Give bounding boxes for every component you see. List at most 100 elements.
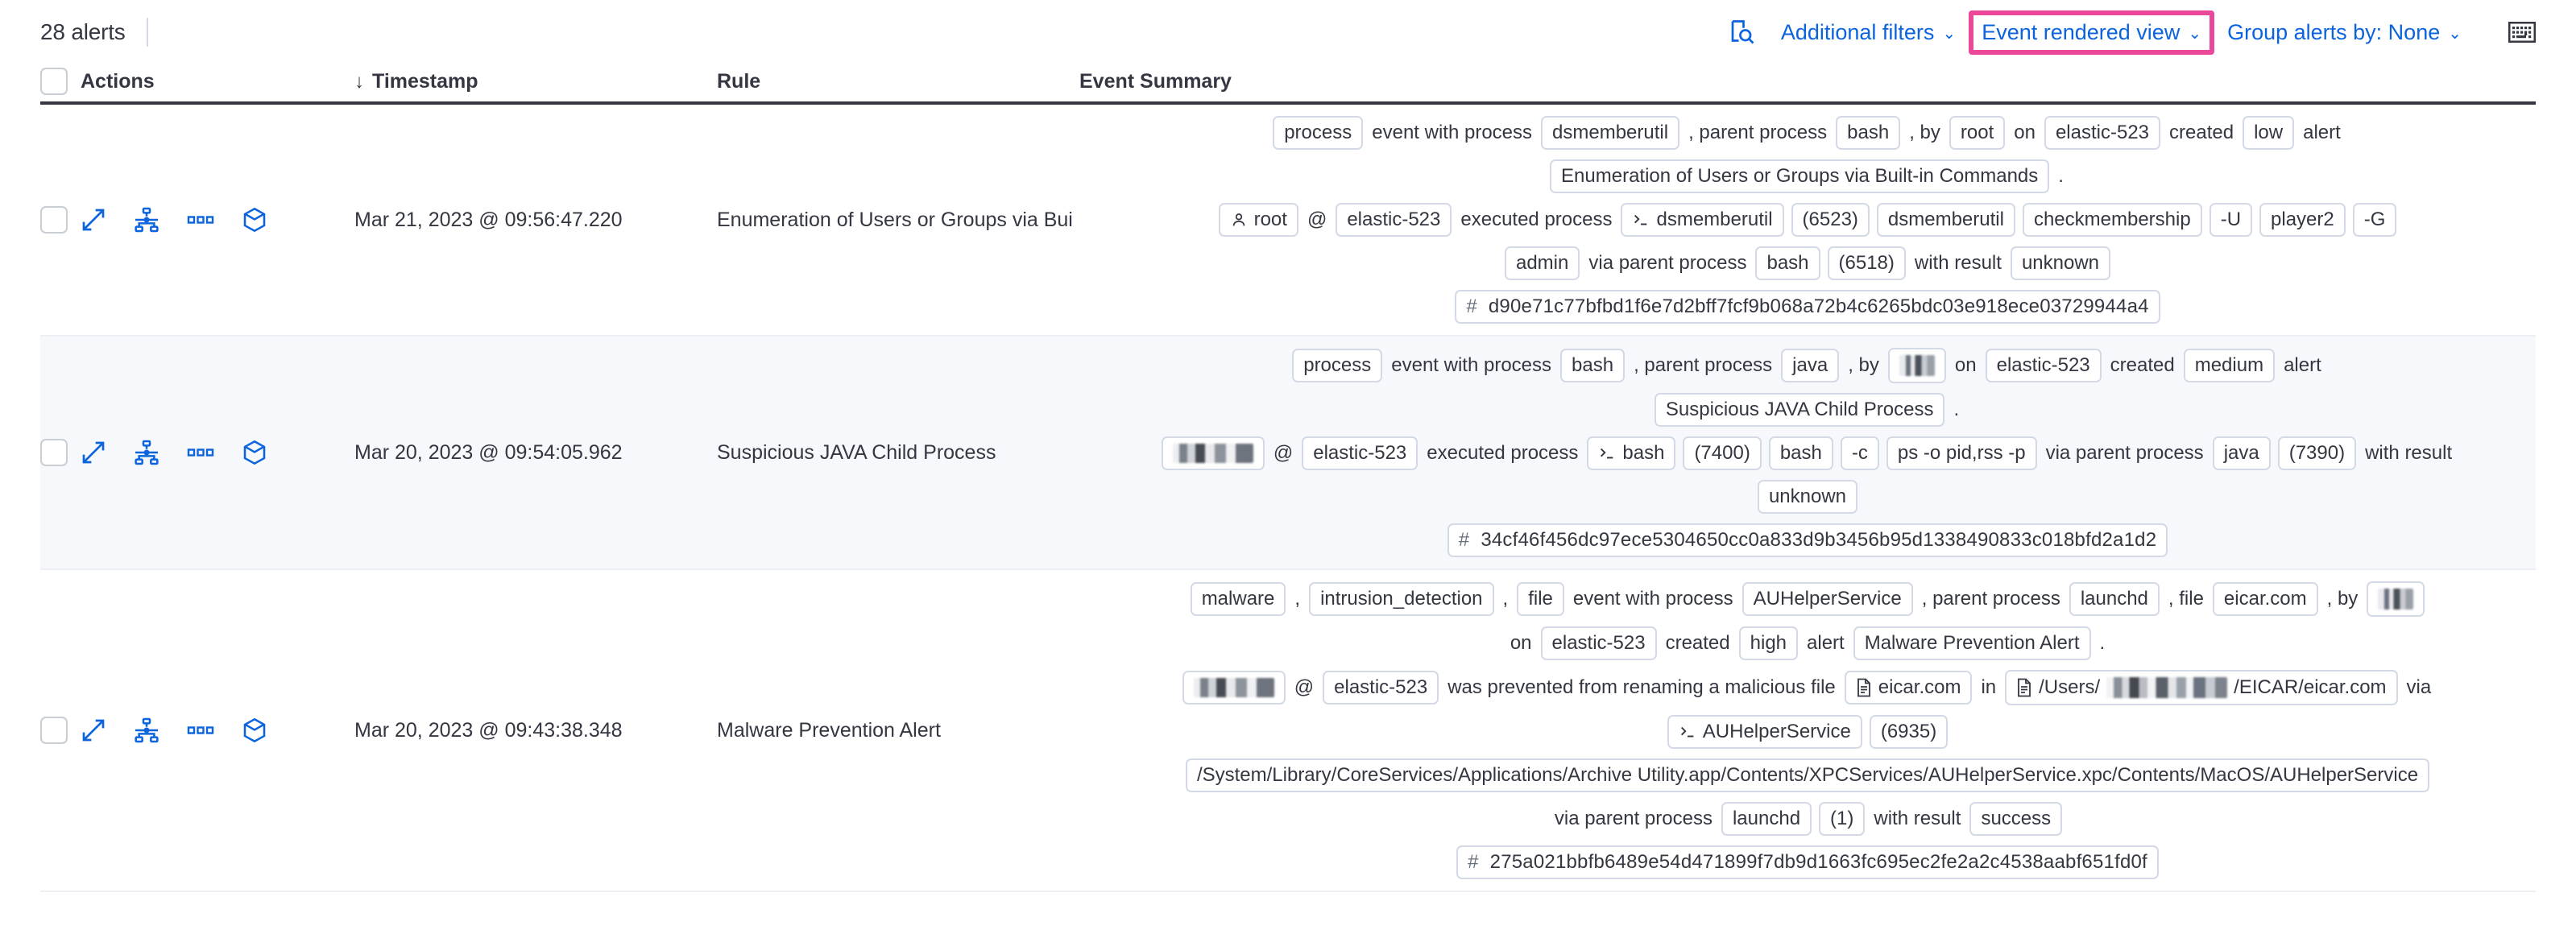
event-field-chip[interactable]: dsmemberutil xyxy=(1876,203,2015,237)
event-field-chip[interactable]: AUHelperService xyxy=(1741,582,1913,616)
select-all-checkbox[interactable] xyxy=(40,68,68,95)
event-field-chip[interactable]: /Users//EICAR/eicar.com xyxy=(2005,670,2398,705)
event-field-chip[interactable]: AUHelperService xyxy=(1667,715,1862,749)
analyze-event-icon[interactable] xyxy=(134,207,159,233)
event-field-chip[interactable]: malware xyxy=(1190,582,1286,616)
row-rule-name[interactable]: Malware Prevention Alert xyxy=(717,718,941,742)
event-field-chip[interactable]: success xyxy=(1969,802,2063,836)
inspect-icon[interactable] xyxy=(1715,10,1770,55)
expand-icon[interactable] xyxy=(81,717,106,743)
event-field-chip[interactable]: checkmembership xyxy=(2022,203,2202,237)
event-field-chip[interactable]: -c xyxy=(1840,436,1879,470)
event-field-chip[interactable]: high xyxy=(1738,626,1799,660)
chip-label: bash xyxy=(1779,442,1822,464)
event-field-chip[interactable]: process xyxy=(1273,116,1364,150)
event-field-chip[interactable]: low xyxy=(2243,116,2295,150)
event-field-chip[interactable]: admin xyxy=(1504,246,1580,280)
analyze-event-icon[interactable] xyxy=(134,717,159,743)
event-field-chip[interactable]: launchd xyxy=(2069,582,2160,616)
event-field-chip[interactable]: elastic-523 xyxy=(1302,436,1418,470)
event-field-chip[interactable]: dsmemberutil xyxy=(1541,116,1680,150)
event-field-chip[interactable]: (1) xyxy=(1819,802,1866,836)
more-actions-icon[interactable] xyxy=(187,213,214,226)
additional-filters-button[interactable]: Additional filters ⌄ xyxy=(1770,12,1967,53)
chip-label: checkmembership xyxy=(2033,209,2191,230)
event-field-chip[interactable]: intrusion_detection xyxy=(1309,582,1494,616)
row-checkbox[interactable] xyxy=(40,206,68,234)
event-field-chip[interactable]: process xyxy=(1292,349,1383,382)
row-checkbox[interactable] xyxy=(40,717,68,744)
event-field-chip[interactable]: -G xyxy=(2352,203,2397,237)
event-field-chip[interactable]: java xyxy=(2212,436,2271,470)
event-field-chip[interactable]: (7390) xyxy=(2277,436,2357,470)
event-field-chip[interactable]: (6935) xyxy=(1869,715,1949,749)
keyboard-icon[interactable] xyxy=(2508,22,2536,43)
event-field-chip[interactable]: /System/Library/CoreServices/Application… xyxy=(1185,758,2430,792)
event-field-chip[interactable]: elastic-523 xyxy=(1323,671,1439,705)
event-field-chip[interactable]: (7400) xyxy=(1683,436,1762,470)
event-field-chip[interactable] xyxy=(1182,671,1286,705)
session-view-icon[interactable] xyxy=(242,207,267,233)
event-field-chip[interactable]: eicar.com xyxy=(1844,671,1973,705)
event-field-chip[interactable]: unknown xyxy=(2010,246,2111,280)
event-field-chip[interactable]: (6518) xyxy=(1827,246,1906,280)
event-field-chip[interactable]: Suspicious JAVA Child Process xyxy=(1654,393,1945,427)
event-connector-text: , file xyxy=(2168,588,2204,610)
event-rendered-view-button[interactable]: Event rendered view ⌄ xyxy=(1969,10,2215,55)
event-field-chip[interactable]: -U xyxy=(2209,203,2253,237)
event-field-chip[interactable]: java xyxy=(1781,349,1840,382)
session-view-icon[interactable] xyxy=(242,440,267,465)
event-field-chip[interactable]: dsmemberutil xyxy=(1621,203,1784,237)
expand-icon[interactable] xyxy=(81,440,106,465)
chip-label: medium xyxy=(2194,354,2264,376)
event-field-chip[interactable] xyxy=(2367,581,2425,617)
event-field-chip[interactable]: bash xyxy=(1836,116,1901,150)
redacted-value xyxy=(1899,355,1935,376)
chip-label: root xyxy=(1253,209,1287,230)
event-hash-chip[interactable]: #275a021bbfb6489e54d471899f7db9d1663fc69… xyxy=(1456,845,2159,879)
chip-label: elastic-523 xyxy=(1996,354,2090,376)
event-field-chip[interactable]: file xyxy=(1517,582,1564,616)
event-field-chip[interactable]: unknown xyxy=(1757,480,1858,514)
row-checkbox[interactable] xyxy=(40,439,68,466)
event-field-chip[interactable]: (6523) xyxy=(1791,203,1870,237)
event-field-chip[interactable]: Malware Prevention Alert xyxy=(1853,626,2091,660)
event-field-chip[interactable]: ps -o pid,rss -p xyxy=(1886,436,2037,470)
more-actions-icon[interactable] xyxy=(187,446,214,459)
event-field-chip[interactable] xyxy=(1887,348,1946,383)
event-hash-chip[interactable]: #34cf46f456dc97ece5304650cc0a833d9b3456b… xyxy=(1447,523,2168,557)
analyze-event-icon[interactable] xyxy=(134,440,159,465)
event-connector-text: via parent process xyxy=(1554,808,1713,829)
event-field-chip[interactable]: root xyxy=(1949,116,2006,150)
event-field-chip[interactable]: launchd xyxy=(1721,802,1812,836)
event-connector-text: event with process xyxy=(1391,354,1552,376)
event-field-chip[interactable]: Enumeration of Users or Groups via Built… xyxy=(1550,159,2050,193)
event-field-chip[interactable]: elastic-523 xyxy=(1985,349,2102,382)
session-view-icon[interactable] xyxy=(242,717,267,743)
event-hash-chip[interactable]: #d90e71c77bfbd1f6e7d2bff7fcf9b068a72b4c6… xyxy=(1455,290,2160,324)
event-field-chip[interactable]: bash xyxy=(1768,436,1833,470)
event-field-chip[interactable]: bash xyxy=(1560,349,1626,382)
row-rule-name[interactable]: Suspicious JAVA Child Process xyxy=(717,440,996,464)
header-timestamp[interactable]: ↓Timestamp xyxy=(354,70,717,93)
group-alerts-by-button[interactable]: Group alerts by: None ⌄ xyxy=(2216,12,2473,53)
event-field-chip[interactable]: root xyxy=(1218,203,1298,237)
expand-icon[interactable] xyxy=(81,207,106,233)
event-field-chip[interactable]: elastic-523 xyxy=(1540,626,1657,660)
event-field-chip[interactable]: medium xyxy=(2183,349,2276,382)
event-field-chip[interactable]: player2 xyxy=(2259,203,2346,237)
more-actions-icon[interactable] xyxy=(187,724,214,737)
event-field-chip[interactable]: elastic-523 xyxy=(1336,203,1452,237)
chip-label: (6518) xyxy=(1838,252,1895,274)
event-field-chip[interactable]: elastic-523 xyxy=(2044,116,2161,150)
chip-label: java xyxy=(1792,354,1828,376)
event-field-chip[interactable]: bash xyxy=(1587,436,1676,470)
event-field-chip[interactable]: eicar.com xyxy=(2212,582,2318,616)
chip-label: elastic-523 xyxy=(1313,442,1407,464)
event-field-chip[interactable]: bash xyxy=(1755,246,1820,280)
event-field-chip[interactable] xyxy=(1161,436,1265,470)
row-rule-name[interactable]: Enumeration of Users or Groups via Bui xyxy=(717,208,1073,231)
